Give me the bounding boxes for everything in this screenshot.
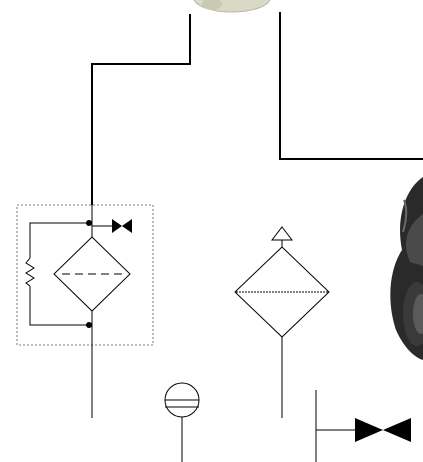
- shutoff-valve: [315, 390, 411, 462]
- valve-icon: [355, 418, 383, 442]
- check-valve-icon: [112, 219, 122, 233]
- spring-icon: [25, 257, 35, 287]
- pressure-gauge: [164, 382, 200, 462]
- connection-lines: [91, 12, 423, 205]
- drain-triangle-icon: [270, 226, 294, 241]
- photo-regulator: [390, 177, 423, 360]
- filter-regulator-unit: [16, 204, 154, 418]
- photo-fitting: [193, 0, 271, 13]
- unit-boundary: [16, 204, 154, 346]
- filter-drain-auto: [234, 226, 330, 418]
